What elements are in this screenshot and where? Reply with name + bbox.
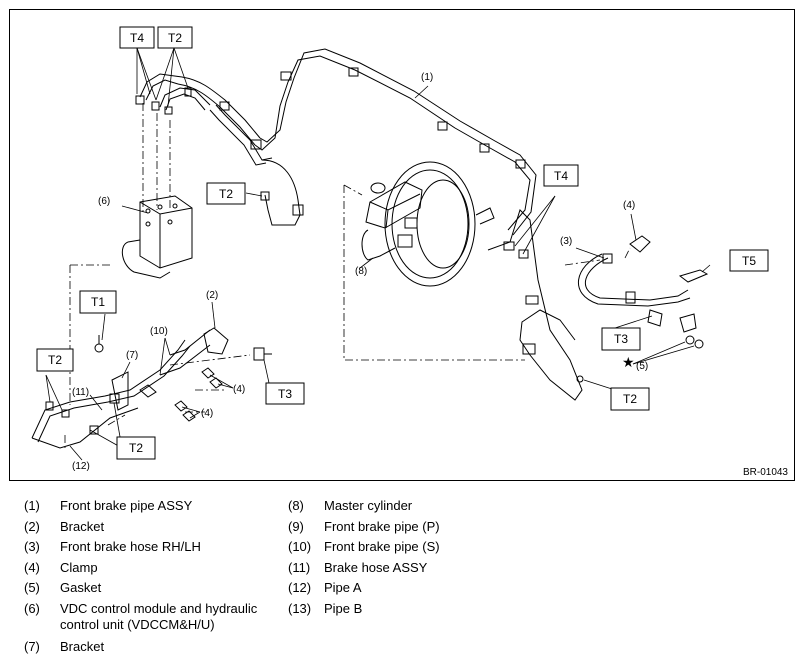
right-wheel-bracket <box>487 209 584 401</box>
torque-label-t5: T5 <box>742 254 756 268</box>
torque-box-t4-right <box>543 164 579 187</box>
master-cylinder-booster <box>361 161 495 287</box>
legend-text: Master cylinder <box>324 498 413 513</box>
callout-7: (7) <box>126 350 138 361</box>
legend-text: VDC control module and hydraulic control… <box>60 601 258 632</box>
callout-6: (6) <box>98 196 110 207</box>
legend-num: (9) <box>288 519 304 534</box>
torque-label-t4-top: T4 <box>130 31 144 45</box>
callout-4-lower: (4) <box>201 408 213 419</box>
torque-label-t2-bottom: T2 <box>129 441 143 455</box>
torque-label-t2-top: T2 <box>168 31 182 45</box>
torque-label-t3-right: T3 <box>614 332 628 346</box>
legend-text: Front brake pipe ASSY <box>60 498 193 513</box>
legend-num: (5) <box>24 580 40 595</box>
legend-text: Bracket <box>60 519 105 534</box>
torque-box-t2-hose <box>206 182 246 205</box>
torque-box-t3-right <box>601 327 641 351</box>
torque-label-boxes <box>36 26 769 460</box>
legend-num: (6) <box>24 601 40 616</box>
callout-4-right: (4) <box>623 200 635 211</box>
torque-box-t5 <box>729 249 769 272</box>
brake-hose-upper <box>260 159 304 226</box>
phantom-lines <box>64 103 631 450</box>
torque-label-t2-hose: T2 <box>219 187 233 201</box>
callout-numbers: (1) (2) (3) (4) (4) (4) (5) (6) (7) (8) … <box>72 72 648 472</box>
legend-text: Front brake pipe (P) <box>324 519 440 534</box>
callout-8: (8) <box>355 266 367 277</box>
star-mark: ★ <box>622 355 635 371</box>
legend-num: (3) <box>24 539 40 554</box>
legend-num: (2) <box>24 519 40 534</box>
legend-num: (8) <box>288 498 304 513</box>
legend-text: Brake hose ASSY <box>324 560 428 575</box>
legend-num: (11) <box>288 560 311 575</box>
legend-num: (1) <box>24 498 40 513</box>
callout-1: (1) <box>421 72 433 83</box>
callout-2: (2) <box>206 290 218 301</box>
callout-11: (11) <box>72 387 89 398</box>
legend-text: Pipe B <box>324 601 363 616</box>
torque-label-t3-left: T3 <box>278 387 292 401</box>
front-brake-pipe-assy <box>177 48 537 236</box>
vdc-top-pipes <box>135 73 211 115</box>
torque-box-t3-left <box>265 382 305 405</box>
lower-left-pipes <box>31 327 272 449</box>
legend-num: (10) <box>288 539 312 554</box>
vdc-module <box>121 195 193 279</box>
callout-5: (5) <box>636 361 648 372</box>
parts-legend: (1) Front brake pipe ASSY (2) Bracket (3… <box>0 490 804 663</box>
legend-text: Front brake pipe (S) <box>324 539 440 554</box>
front-brake-hose <box>578 235 709 349</box>
callout-12: (12) <box>72 461 90 472</box>
legend-text: Gasket <box>60 580 102 595</box>
torque-box-t4-top <box>119 26 155 49</box>
torque-box-t2-left <box>36 348 74 372</box>
callout-4-upper: (4) <box>233 384 245 395</box>
torque-box-t2-bottom <box>116 436 156 460</box>
figure-code: BR-01043 <box>742 467 788 478</box>
leader-lines <box>45 47 711 461</box>
torque-box-t2-right <box>610 387 650 411</box>
brake-line-diagram: T4 T2 T2 T1 T2 T3 T2 T4 T3 T5 T2 (1) (2)… <box>9 9 795 481</box>
legend-num: (7) <box>24 639 40 654</box>
legend-num: (13) <box>288 601 312 616</box>
callout-10: (10) <box>150 326 168 337</box>
legend-text: Front brake hose RH/LH <box>60 539 201 554</box>
diagram-drawing: T4 T2 T2 T1 T2 T3 T2 T4 T3 T5 T2 (1) (2)… <box>31 26 769 472</box>
legend-num: (4) <box>24 560 40 575</box>
callout-3: (3) <box>560 236 572 247</box>
legend-text: Pipe A <box>324 580 362 595</box>
torque-label-t2-left: T2 <box>48 353 62 367</box>
torque-label-t1: T1 <box>91 295 105 309</box>
torque-box-t2-top <box>157 26 193 49</box>
legend-text: Clamp <box>60 560 98 575</box>
torque-label-texts: T4 T2 T2 T1 T2 T3 T2 T4 T3 T5 T2 <box>48 31 756 455</box>
torque-label-t2-right: T2 <box>623 392 637 406</box>
legend-text: Bracket <box>60 639 105 654</box>
torque-box-t1 <box>79 290 117 314</box>
torque-label-t4-right: T4 <box>554 169 568 183</box>
legend-num: (12) <box>288 580 312 595</box>
